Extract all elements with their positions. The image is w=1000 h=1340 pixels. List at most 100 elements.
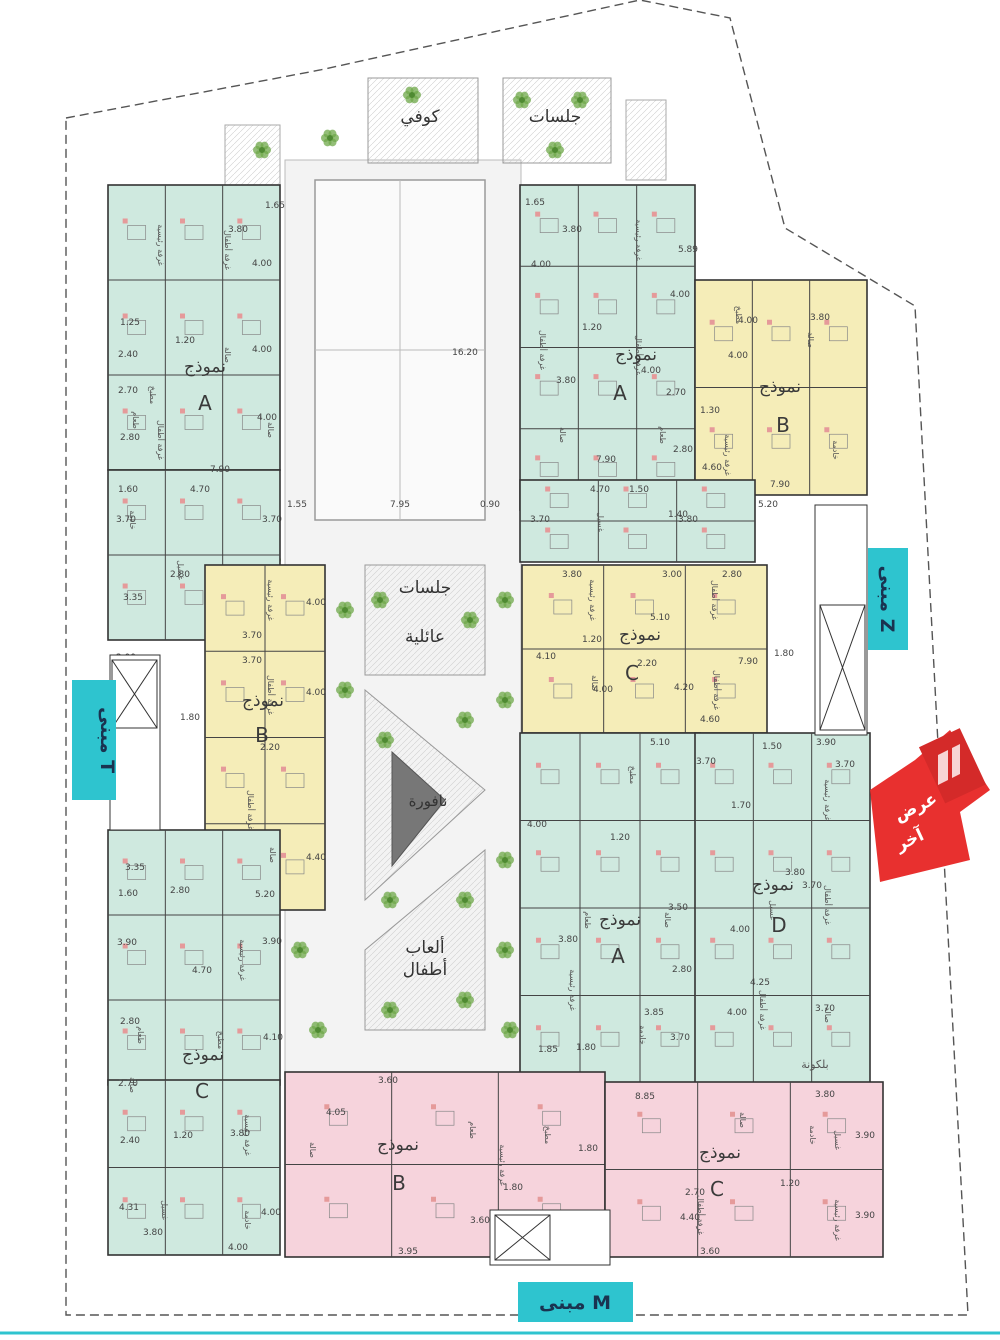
unit-model-letter: B: [255, 723, 269, 747]
furniture-marker: [656, 762, 661, 768]
furniture-marker: [180, 313, 185, 319]
unit-model-letter: D: [771, 913, 786, 937]
tree: [462, 717, 468, 723]
kids-games-label-1: ألعاب: [405, 936, 444, 958]
dimension-label: 3.70: [815, 1004, 835, 1014]
furniture-marker: [593, 374, 599, 380]
dimension-label: 3.35: [125, 863, 145, 873]
tree: [519, 97, 525, 103]
furniture-marker: [710, 850, 716, 856]
room-label: صالة: [663, 912, 672, 928]
dimension-label: 4.40: [680, 1213, 700, 1223]
dimension-label: 8.85: [635, 1092, 655, 1102]
furniture-marker: [536, 850, 541, 856]
furniture-marker: [630, 677, 636, 682]
furniture-marker: [768, 937, 774, 943]
furniture-marker: [824, 319, 830, 325]
furniture-marker: [180, 498, 185, 504]
dimension-label: 1.60: [118, 889, 138, 899]
room-label: مطبخ: [148, 386, 157, 404]
svg-text:مبنى M: مبنى M: [539, 1292, 611, 1314]
furniture-marker: [180, 858, 185, 864]
furniture-marker: [122, 943, 128, 949]
furniture-marker: [537, 1196, 543, 1202]
furniture-marker: [623, 527, 629, 533]
tree: [507, 1027, 513, 1033]
furniture-marker: [623, 486, 629, 492]
dimension-label: 3.90: [117, 938, 137, 948]
furniture-marker: [535, 455, 541, 461]
furniture-marker: [712, 593, 718, 598]
furniture-marker: [826, 762, 832, 768]
dimension-label: 4.60: [700, 715, 720, 725]
dimension-label: 2.70: [118, 386, 138, 396]
stairs-t: [109, 654, 161, 831]
dimension-label: 3.60: [700, 1247, 720, 1257]
green-strip-left: [224, 124, 281, 186]
furniture-marker: [768, 850, 774, 856]
dimension-label: 3.95: [398, 1247, 418, 1257]
tree: [382, 737, 388, 743]
room-label: صالة: [738, 1112, 747, 1128]
dimension-label: 3.70: [835, 760, 855, 770]
furniture-marker: [281, 680, 286, 686]
dimension-label: 4.00: [261, 1208, 281, 1218]
fountain: [391, 750, 446, 868]
dimension-label: 2.40: [120, 1136, 140, 1146]
dimension-label: 3.90: [262, 937, 282, 947]
dimension-label: 4.60: [702, 463, 722, 473]
dimension-label: 3.70: [696, 757, 716, 767]
dimension-label: 1.55: [287, 500, 307, 510]
furniture-marker: [596, 937, 601, 943]
tree: [467, 617, 473, 623]
furniture-marker: [596, 1025, 601, 1031]
tree: [502, 697, 508, 703]
tree: [577, 97, 583, 103]
dimension-label: 3.80: [810, 313, 830, 323]
furniture-marker: [656, 850, 661, 856]
dimension-label: 4.00: [252, 345, 272, 355]
offer-badge[interactable]: عرض آخر: [870, 728, 990, 882]
furniture-marker: [824, 427, 830, 433]
dimension-label: 7.90: [210, 465, 230, 475]
unit-model-letter: B: [776, 413, 790, 437]
dimension-label: 1.80: [576, 1043, 596, 1053]
dimension-label: 0.90: [480, 500, 500, 510]
room-label: غرفة أطفال: [710, 580, 720, 620]
unit-model-letter: C: [710, 1177, 724, 1201]
unit-model-label: نموذج: [752, 875, 794, 895]
dimension-label: 3.80: [562, 570, 582, 580]
furniture-marker: [180, 1109, 185, 1115]
dimension-label: 3.60: [378, 1076, 398, 1086]
dimension-label: 3.85: [644, 1008, 664, 1018]
furniture-marker: [324, 1196, 330, 1202]
furniture-marker: [637, 1199, 643, 1205]
dimension-label: 7.90: [738, 657, 758, 667]
room-label: صالة: [223, 347, 232, 363]
dimension-label: 4.00: [527, 820, 547, 830]
furniture-marker: [237, 313, 243, 319]
dimension-label: 3.70: [530, 515, 550, 525]
furniture-marker: [701, 486, 707, 492]
dimension-label: 1.80: [578, 1144, 598, 1154]
dimension-label: 2.80: [170, 886, 190, 896]
furniture-marker: [822, 1111, 828, 1117]
tree: [462, 997, 468, 1003]
dimension-label: 4.00: [727, 1008, 747, 1018]
room-label: غسيل: [160, 1200, 169, 1220]
dimension-label: 4.40: [306, 853, 326, 863]
room-label: طعام: [583, 911, 592, 929]
furniture-marker: [537, 1104, 543, 1110]
dimension-label: 3.70: [242, 631, 262, 641]
dimension-label: 1.25: [120, 318, 140, 328]
furniture-marker: [651, 374, 657, 380]
furniture-marker: [593, 455, 599, 461]
furniture-marker: [630, 593, 636, 598]
furniture-marker: [767, 319, 772, 325]
furniture-marker: [730, 1199, 735, 1205]
furniture-marker: [548, 593, 554, 598]
furniture-marker: [596, 762, 601, 768]
dimension-label: 1.85: [538, 1045, 558, 1055]
